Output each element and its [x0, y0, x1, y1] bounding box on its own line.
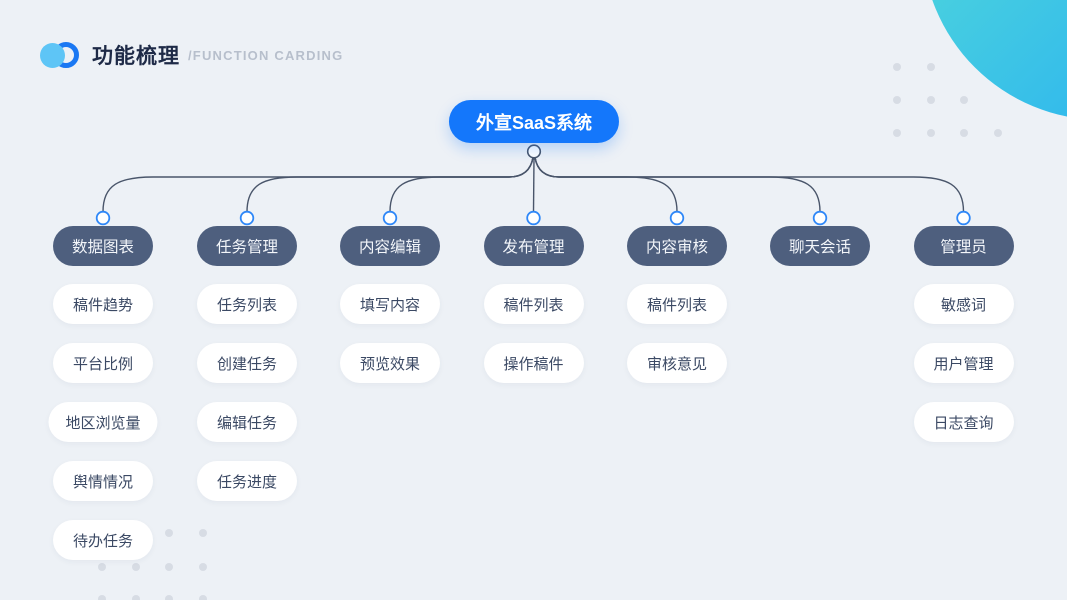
decor-dot-icon	[132, 595, 140, 600]
leaf-node: 填写内容	[340, 284, 440, 324]
branch-node: 内容编辑	[340, 226, 440, 266]
branch-node: 数据图表	[53, 226, 153, 266]
leaf-node: 审核意见	[627, 343, 727, 383]
leaf-node: 预览效果	[340, 343, 440, 383]
page-header: 功能梳理 /FUNCTION CARDING	[40, 40, 343, 70]
decor-dot-icon	[893, 63, 901, 71]
leaf-node: 稿件列表	[627, 284, 727, 324]
leaf-node: 编辑任务	[197, 402, 297, 442]
branch-node: 任务管理	[197, 226, 297, 266]
leaf-node: 稿件趋势	[53, 284, 153, 324]
decor-dot-icon	[199, 529, 207, 537]
decor-dot-icon	[960, 96, 968, 104]
leaf-node: 地区浏览量	[48, 402, 158, 442]
leaf-node: 用户管理	[913, 343, 1014, 383]
leaf-node: 日志查询	[913, 402, 1014, 442]
decor-dot-icon	[98, 595, 106, 600]
leaf-node: 敏感词	[913, 284, 1014, 324]
decor-dot-icon	[927, 129, 935, 137]
logo-dot-icon	[40, 42, 65, 68]
decor-dot-icon	[199, 563, 207, 571]
decor-dot-icon	[927, 96, 935, 104]
leaf-node: 任务进度	[197, 461, 297, 501]
branch-node: 聊天会话	[770, 226, 870, 266]
branch-node: 发布管理	[483, 226, 584, 266]
decor-dot-icon	[960, 129, 968, 137]
decor-dot-icon	[98, 563, 106, 571]
page-subtitle: /FUNCTION CARDING	[188, 47, 344, 63]
decor-dot-icon	[165, 529, 173, 537]
page-title: 功能梳理	[92, 45, 180, 68]
leaf-node: 创建任务	[197, 343, 297, 383]
leaf-node: 待办任务	[53, 520, 153, 560]
decor-dot-icon	[165, 595, 173, 600]
decor-dot-icon	[165, 563, 173, 571]
decor-dot-icon	[927, 63, 935, 71]
leaf-node: 稿件列表	[483, 284, 584, 324]
leaf-node: 操作稿件	[483, 343, 584, 383]
decor-dot-icon	[893, 96, 901, 104]
branch-node: 内容审核	[627, 226, 727, 266]
decor-dot-icon	[132, 563, 140, 571]
decor-dot-icon	[199, 595, 207, 600]
crescent-circles-icon	[40, 41, 79, 69]
leaf-node: 平台比例	[53, 343, 153, 383]
decor-dot-icon	[994, 129, 1002, 137]
branch-node: 管理员	[913, 226, 1014, 266]
leaf-node: 任务列表	[197, 284, 297, 324]
root-node: 外宣SaaS系统	[448, 100, 620, 143]
decor-dot-icon	[893, 129, 901, 137]
leaf-node: 舆情情况	[53, 461, 153, 501]
